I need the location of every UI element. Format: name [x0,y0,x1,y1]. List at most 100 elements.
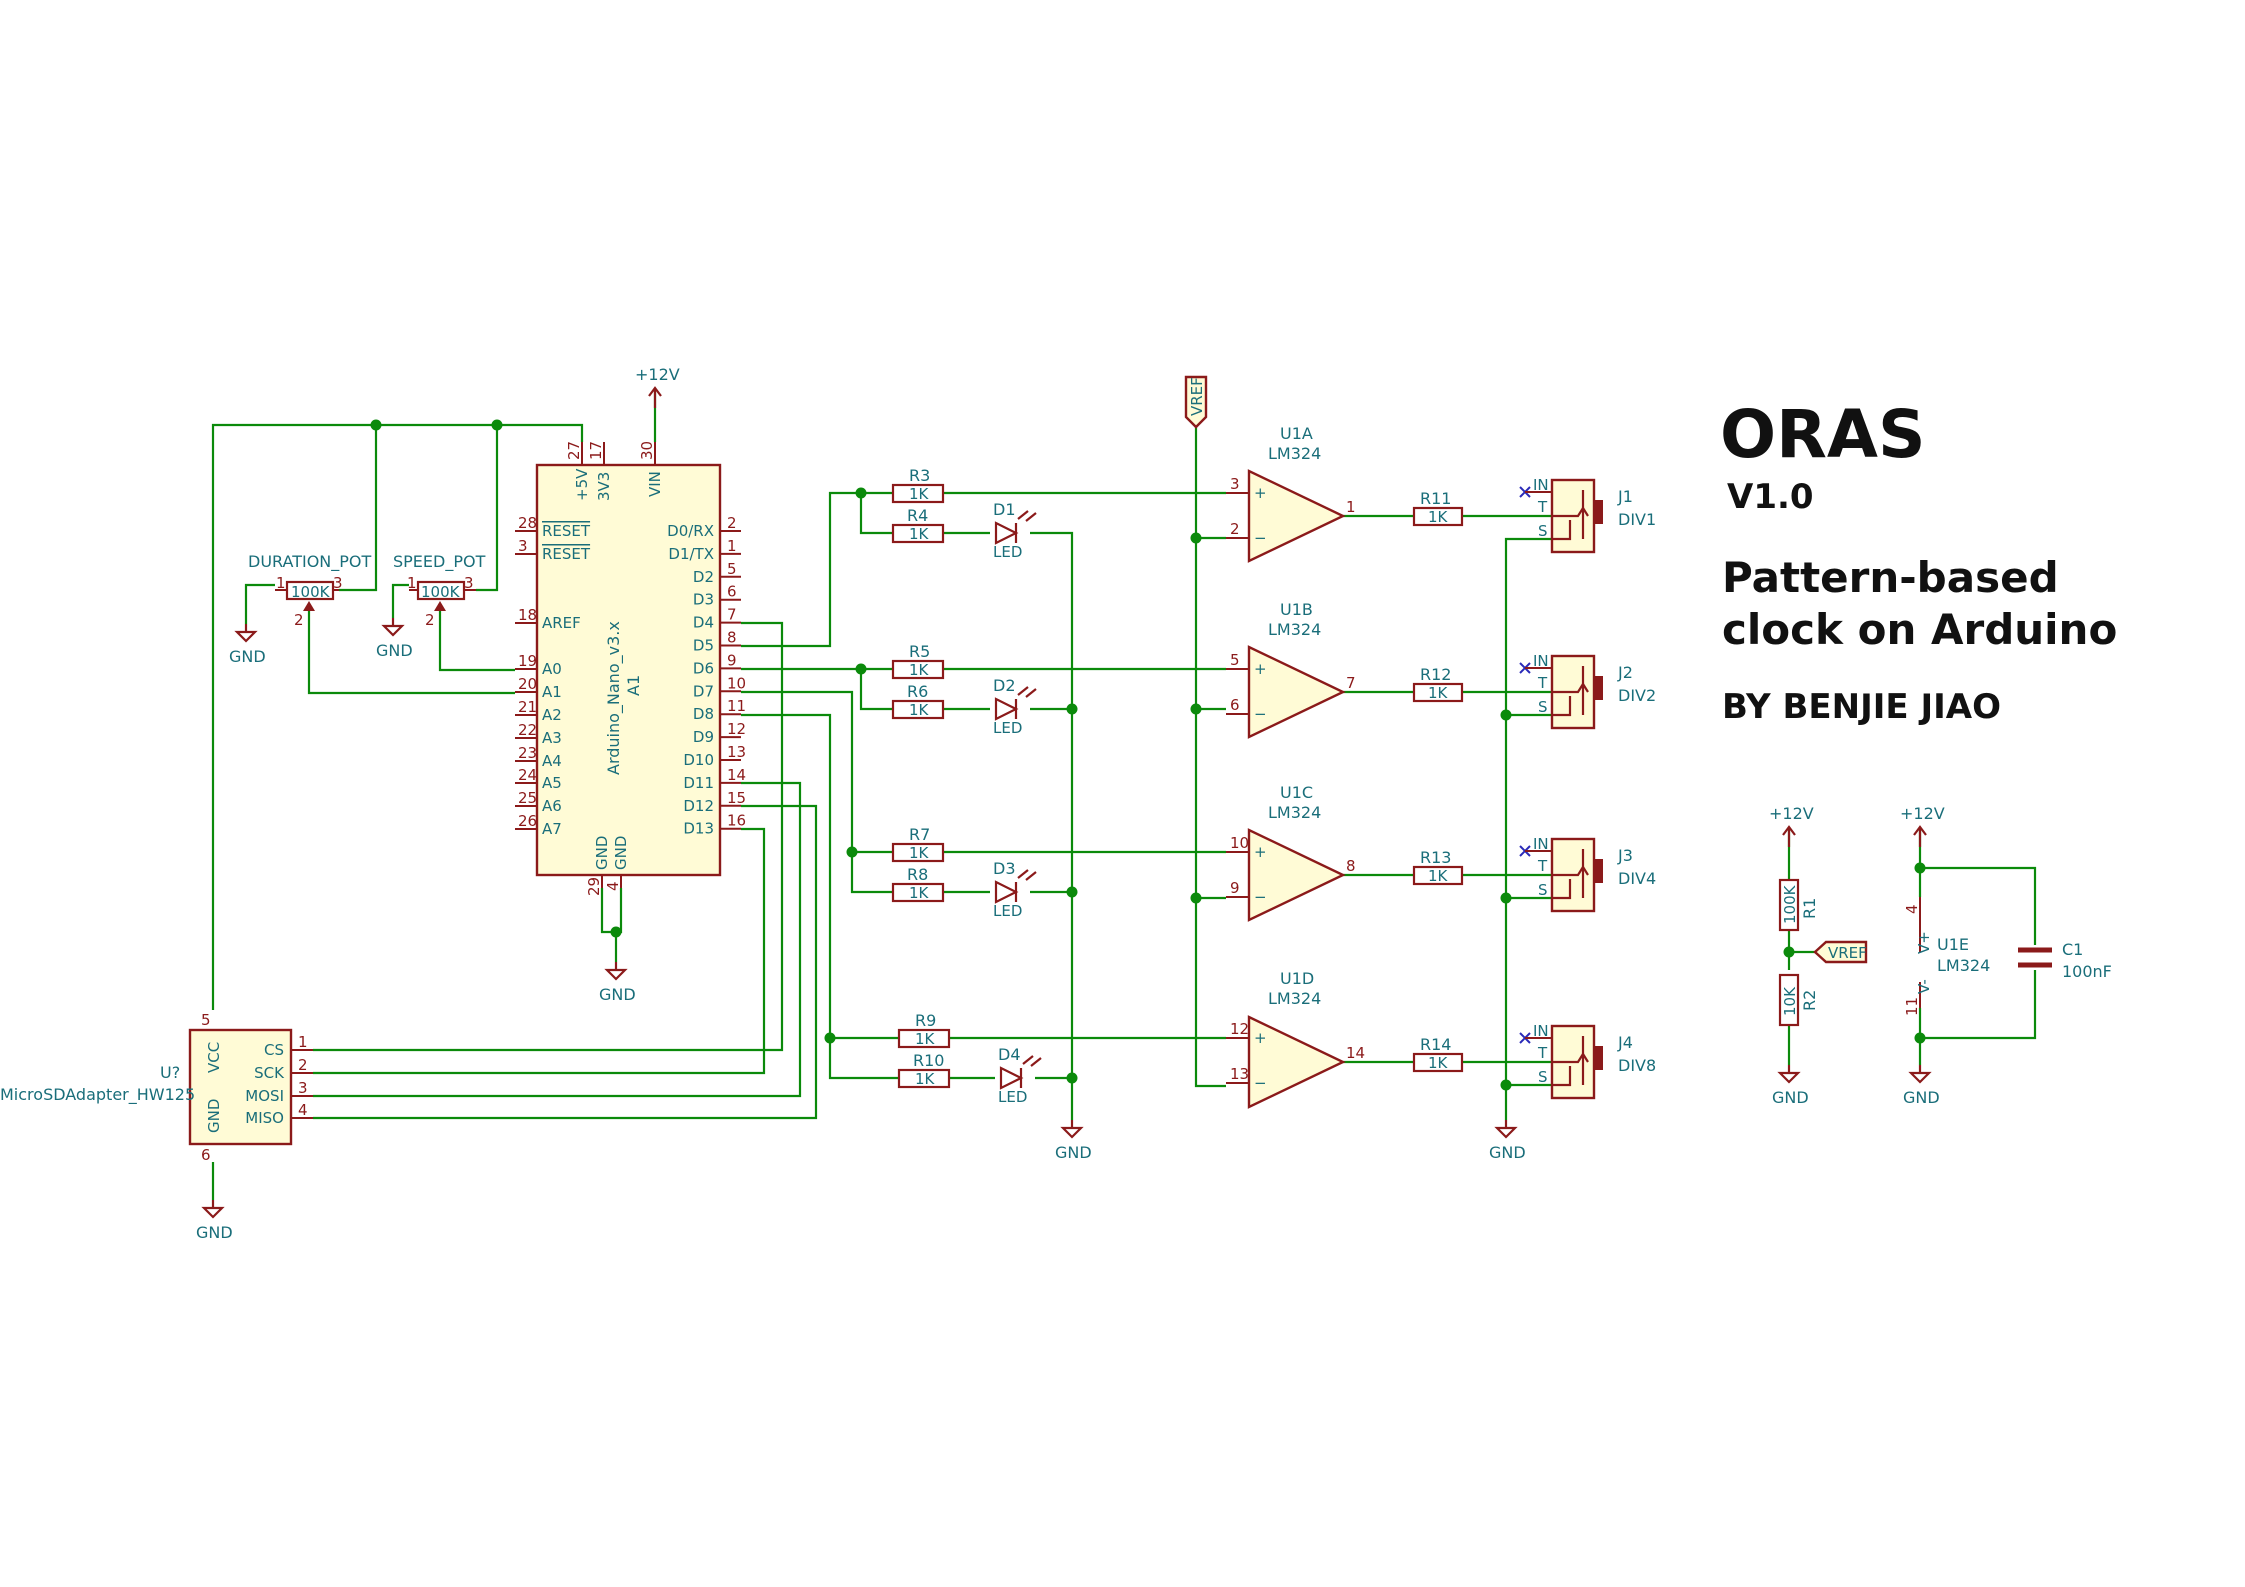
arduino-pin-name: D0/RX [667,522,714,540]
title-line2: clock on Arduino [1722,605,2117,654]
arduino-pin-num: 1 [727,537,737,555]
arduino-pin-num: 23 [518,744,537,762]
svg-text:+12V: +12V [635,365,680,384]
r2-value: 10K [1781,986,1799,1016]
opamp-ref: U1B [1280,600,1313,619]
duration-pot-value: 100K [291,583,331,601]
arduino-pin-name: AREF [542,614,581,632]
opamp-pin: 7 [1346,674,1356,692]
sd-pin-name: MOSI [245,1087,284,1105]
resistor-ref: R10 [913,1051,944,1070]
arduino-pin-name: VIN [646,471,664,497]
opamp-body [1247,645,1346,739]
arduino-pin-num: 15 [727,789,746,807]
sd-gnd-label: GND [205,1099,223,1133]
resistor [891,882,945,903]
resistor-value: 1K [915,1070,936,1088]
resistor [1412,506,1464,527]
jack-value: DIV2 [1618,686,1656,705]
resistor-ref: R14 [1420,1035,1451,1054]
opamp-minus: − [1254,529,1267,547]
speed-pot-name: SPEED_POT [393,552,486,572]
arduino-pin-num: 3 [518,537,528,555]
resistor-value: 1K [1428,684,1449,702]
sd-ref: U? [160,1063,180,1082]
arduino-pin-name: 3V3 [595,472,613,501]
jack-sleeve-icon [1594,676,1603,700]
opamp-body [1247,828,1346,922]
vref-divider: 100K R1 10K R2 VREF [1778,878,1868,1027]
arduino-body [535,463,722,877]
arduino-pin-name: D9 [693,728,714,746]
resistor-value: 1K [915,1030,936,1048]
opamp-pin: 5 [1230,651,1240,669]
opamp-pin: 6 [1230,696,1240,714]
arduino-pin-num: 16 [727,812,746,830]
jack-pin-t: T [1537,857,1548,875]
title-block: ORAS V1.0 Pattern-based clock on Arduino… [1720,396,2117,727]
led-ref: D3 [993,859,1016,878]
opamp-ref: U1A [1280,424,1313,443]
channel-1: R31KR41KD1LED+−321U1ALM324R111KINTSJ1DIV… [891,424,1656,563]
led-value: LED [993,719,1022,737]
led-icon [994,697,1019,721]
jack-pin-s: S [1538,881,1548,899]
arduino-pin-name: D6 [693,659,714,677]
arduino-pin-num: 21 [518,698,537,716]
svg-text:GND: GND [1489,1143,1526,1162]
ground-symbol: GND [196,1200,233,1242]
svg-text:+12V: +12V [1900,804,1945,823]
arduino-pin-name: RESET [542,545,591,563]
arduino-pin-name: D13 [683,820,714,838]
ground-symbol: GND [376,618,413,660]
arduino-pin-name: GND [612,836,630,870]
arduino-pin-name: D2 [693,568,714,586]
resistor [891,523,945,544]
u1e-vplus: V+ [1915,931,1933,954]
arduino-pin-num: 24 [518,766,537,784]
jack-value: DIV1 [1618,510,1656,529]
arduino-pin-num: 29 [585,877,603,896]
arduino-pin-name: A1 [542,683,562,701]
duration-pot-pin1: 1 [276,574,286,592]
arduino-ref: A1 [624,675,643,696]
resistor-ref: R8 [907,865,928,884]
opamp-value: LM324 [1268,803,1321,822]
sd-vcc-num: 5 [201,1011,211,1029]
arduino-pin-name: D12 [683,797,714,815]
led-icon [999,1066,1024,1090]
channel-3: R71KR81KD3LED+−1098U1CLM324R131KINTSJ3DI… [891,783,1656,922]
led-value: LED [993,543,1022,561]
resistor [891,699,945,720]
resistor-ref: R6 [907,682,928,701]
title-line1: Pattern-based [1722,553,2059,602]
jack-pin-in: IN [1533,1022,1549,1040]
resistor-ref: R12 [1420,665,1451,684]
speed-pot: SPEED_POT 100K 1 3 2 [393,552,486,629]
svg-text:GND: GND [1055,1143,1092,1162]
opamp-pin: 14 [1346,1044,1365,1062]
opamp-pin: 1 [1346,498,1356,516]
ground-symbol: GND [229,624,266,666]
arduino-pin-num: 2 [727,514,737,532]
speed-pot-pin2: 2 [425,611,435,629]
arduino-right-pins: 2D0/RX1D1/TX5D26D37D48D59D610D711D812D91… [667,514,746,838]
opamp-body [1247,1015,1346,1109]
arduino-pin-name: +5V [573,468,591,501]
sd-pin-num: 1 [298,1033,308,1051]
vref-flag: VREF [1184,375,1208,429]
svg-text:GND: GND [599,985,636,1004]
arduino-pin-name: D8 [693,705,714,723]
jack-pin-in: IN [1533,835,1549,853]
led-ref: D2 [993,676,1016,695]
jack-pin-s: S [1538,522,1548,540]
arduino-value: Arduino_Nano_v3.x [604,621,624,775]
title-version: V1.0 [1727,477,1814,517]
duration-pot-pin2: 2 [294,611,304,629]
svg-text:+12V: +12V [1769,804,1814,823]
ground-symbol: GND [1903,1065,1940,1107]
power-12v-symbol: +12V [1900,804,1945,847]
